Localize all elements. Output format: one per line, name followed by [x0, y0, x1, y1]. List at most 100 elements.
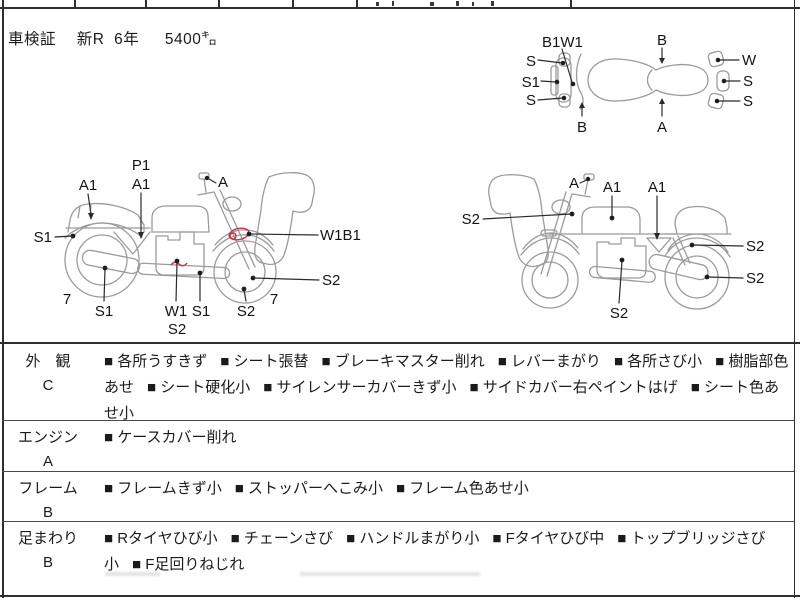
condition-item: ■ F足回りねじれ [132, 556, 245, 573]
condition-item: ■ フレーム色あせ小 [396, 480, 529, 497]
side-view-diagram-right: S2 A A1 A1 S2 S2 S2 [462, 173, 764, 322]
mark-label: S2 [746, 270, 764, 287]
condition-item: ■ レバーまがり [497, 353, 601, 370]
tread-depth-label: 7 [63, 291, 71, 308]
red-dot-mark [229, 232, 237, 240]
condition-table: 外 観 C ■ 各所うすきず■ シート張替■ ブレーキマスター削れ■ レバーまが… [2, 345, 794, 595]
cropped-text-remnant [430, 2, 434, 6]
condition-item: ■ シート硬化小 [147, 379, 251, 396]
mark-label: B [657, 32, 667, 49]
condition-items: ■ ケースカバー削れ [94, 421, 794, 471]
condition-item: ■ フレームきず小 [104, 480, 222, 497]
mark-label: A [657, 119, 667, 136]
mark-label: S2 [237, 303, 255, 320]
right-view-pointers [482, 176, 744, 304]
condition-items: ■ Rタイヤひび小 ■ チェーンさび ■ ハンドルまがり小 ■ Fタイヤひび中■ トッ… [94, 522, 794, 595]
mark-label: A1 [132, 176, 150, 193]
mark-label: S [743, 73, 753, 90]
cropped-text-remnant [491, 1, 494, 6]
mark-label: W1 [165, 303, 188, 320]
condition-item: ■ Fタイヤひび中 [492, 530, 605, 547]
bike-outline [488, 173, 732, 310]
section-header: 外 観 C [2, 345, 94, 420]
cropped-row-divider [218, 0, 220, 7]
vehicle-info-header: 車検証 新R 6年 5400㌔ [8, 31, 218, 48]
table-row-engine: エンジン A ■ ケースカバー削れ [2, 421, 794, 472]
cropped-row-divider [570, 0, 572, 7]
condition-items: ■ 各所うすきず■ シート張替■ ブレーキマスター削れ■ レバーまがり■ 各所さ… [94, 345, 794, 422]
mark-label: S [743, 93, 753, 110]
section-header: フレーム B [2, 472, 94, 521]
section-grade: B [42, 554, 53, 571]
table-row-frame: フレーム B ■ フレームきず小 ■ ストッパーへこみ小 ■ フレーム色あせ小 [2, 472, 794, 522]
tread-depth-label: 7 [270, 291, 278, 308]
table-top-border [0, 342, 800, 345]
top-view-diagram: B1W1 B S S1 S B A W S S [522, 32, 757, 136]
mark-label: S [526, 53, 536, 70]
mark-label: A1 [648, 179, 666, 196]
mark-label: B [577, 119, 587, 136]
sheet-left-border [2, 0, 4, 598]
cropped-text-remnant [392, 1, 394, 6]
mark-label: S1 [192, 303, 210, 320]
top-view-pointers [537, 47, 741, 117]
cropped-row-divider [74, 0, 76, 7]
condition-item: ■ ハンドルまがり小 [346, 530, 480, 547]
mark-label: W [742, 52, 757, 69]
mark-label: S2 [462, 211, 480, 228]
section-grade: B [42, 504, 53, 521]
condition-item: ■ Rタイヤひび小 [104, 530, 218, 547]
faded-text-remnant [105, 572, 160, 576]
section-header: エンジン A [2, 421, 94, 471]
cropped-text-remnant [376, 2, 379, 6]
section-grade: C [42, 377, 54, 394]
sheet-top-border [0, 7, 800, 10]
mark-label: S [526, 92, 536, 109]
table-row-exterior: 外 観 C ■ 各所うすきず■ シート張替■ ブレーキマスター削れ■ レバーまが… [2, 345, 794, 422]
mark-label: B1W1 [542, 34, 583, 51]
sheet-bottom-border [0, 595, 800, 598]
section-name: 足まわり [17, 530, 78, 547]
mark-label: S2 [322, 272, 340, 289]
condition-item: ■ トップブリッジさび小 [104, 530, 766, 573]
mark-label: A [569, 175, 579, 192]
mark-label: S2 [746, 238, 764, 255]
section-header: 足まわり B [2, 522, 94, 595]
bike-outline [64, 172, 315, 304]
red-squiggle-mark [170, 261, 188, 267]
left-view-pointers [54, 175, 320, 302]
condition-item: ■ 樹脂部色あせ [104, 353, 789, 396]
mark-label: W1B1 [320, 227, 361, 244]
section-name: 外 観 [25, 353, 71, 370]
side-view-diagram-left: A1 P1 A1 A S1 W1B1 S2 7 S1 W1 S2 S1 S2 7 [34, 157, 361, 338]
cropped-row-divider [292, 0, 294, 7]
mark-label: S1 [95, 303, 113, 320]
section-name: フレーム [18, 480, 78, 497]
mark-label: A1 [603, 179, 621, 196]
mark-label: S1 [34, 229, 52, 246]
condition-items: ■ フレームきず小 ■ ストッパーへこみ小 ■ フレーム色あせ小 [94, 472, 794, 521]
mark-label: A [218, 174, 228, 191]
mark-label: S2 [168, 321, 186, 338]
cropped-row-divider [356, 0, 358, 7]
bike-top-outline [550, 50, 730, 110]
cropped-text-remnant [456, 1, 459, 6]
condition-item: ■ サイドカバー右ペイントはげ [469, 379, 678, 396]
section-grade: A [42, 453, 53, 470]
condition-item: ■ 各所さび小 [613, 353, 703, 370]
mark-label: A1 [79, 177, 97, 194]
mark-label: S1 [522, 74, 540, 91]
condition-item: ■ サイレンサーカバーきず小 [263, 379, 457, 396]
condition-item: ■ シート色あせ小 [104, 379, 779, 422]
condition-item: ■ ケースカバー削れ [104, 429, 237, 446]
sheet-right-border [793, 0, 795, 598]
condition-item: ■ チェーンさび [230, 530, 334, 547]
condition-item: ■ シート張替 [220, 353, 309, 370]
cropped-row-divider [145, 0, 147, 7]
mark-label: P1 [132, 157, 150, 174]
condition-item: ■ ストッパーへこみ小 [234, 480, 384, 497]
condition-item: ■ 各所うすきず [104, 353, 208, 370]
section-name: エンジン [17, 429, 78, 446]
mark-label: S2 [610, 305, 628, 322]
